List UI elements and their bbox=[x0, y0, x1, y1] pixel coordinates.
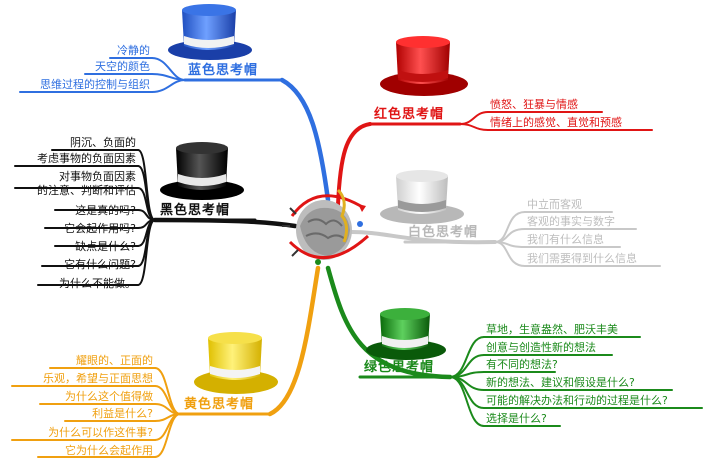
black-item: 缺点是什么? bbox=[75, 240, 136, 253]
green-top-hat-icon bbox=[366, 308, 446, 360]
white-item: 客观的事实与数字 bbox=[527, 215, 615, 228]
black-item: 它有什么问题? bbox=[64, 258, 136, 271]
black-hat-title: 黑色思考帽 bbox=[160, 203, 231, 218]
black-item: 这是真的吗? bbox=[75, 204, 136, 217]
blue-item: 思维过程的控制与组织 bbox=[40, 78, 150, 91]
yellow-item: 为什么可以作这件事? bbox=[48, 426, 153, 439]
black-item: 对事物负面因素 bbox=[59, 170, 136, 183]
blue-item: 冷静的 bbox=[117, 44, 150, 57]
yellow-item: 乐观，希望与正面思想 bbox=[43, 372, 153, 385]
branch-green bbox=[325, 265, 453, 380]
white-hat-title: 白色思考帽 bbox=[408, 225, 479, 240]
yellow-item: 耀眼的、正面的 bbox=[76, 354, 153, 367]
sub-branches bbox=[11, 57, 703, 458]
red-item: 情绪上的感觉、直觉和预感 bbox=[490, 116, 622, 129]
black-item: 的注意、判断和评估 bbox=[37, 184, 136, 197]
black-item: 考虑事物的负面因素 bbox=[37, 152, 136, 165]
black-item: 为什么不能做。 bbox=[59, 277, 136, 290]
blue-top-hat-icon bbox=[168, 4, 252, 60]
branch-blue bbox=[279, 77, 331, 203]
blue-item: 天空的颜色 bbox=[95, 60, 150, 73]
yellow-hat-title: 黄色思考帽 bbox=[184, 397, 255, 412]
black-item: 它会起作用吗? bbox=[64, 222, 136, 235]
green-item: 选择是什么? bbox=[486, 412, 547, 425]
brain-storm-icon bbox=[282, 188, 370, 265]
green-hat-title: 绿色思考帽 bbox=[364, 360, 435, 375]
white-item: 中立而客观 bbox=[527, 198, 582, 211]
green-item: 创意与创造性新的想法 bbox=[486, 341, 596, 354]
white-item: 我们需要得到什么信息 bbox=[527, 252, 637, 265]
red-hat-title: 红色思考帽 bbox=[374, 107, 445, 122]
yellow-top-hat-icon bbox=[194, 332, 278, 394]
green-item: 新的想法、建议和假设是什么? bbox=[486, 376, 635, 389]
green-item: 有不同的想法? bbox=[486, 358, 558, 371]
red-item: 愤怒、狂暴与情感 bbox=[490, 98, 578, 111]
yellow-item: 利益是什么? bbox=[92, 407, 153, 420]
white-top-hat-icon bbox=[380, 170, 464, 224]
white-item: 我们有什么信息 bbox=[527, 233, 604, 246]
branch-yellow bbox=[267, 265, 321, 417]
green-item: 草地，生意盎然、肥沃丰美 bbox=[486, 323, 618, 336]
blue-hat-title: 蓝色思考帽 bbox=[188, 63, 259, 78]
green-item: 可能的解决办法和行动的过程是什么? bbox=[486, 394, 668, 407]
yellow-item: 它为什么会起作用 bbox=[65, 444, 153, 457]
black-top-hat-icon bbox=[160, 142, 244, 200]
branch-red bbox=[336, 122, 372, 207]
yellow-item: 为什么这个值得做 bbox=[65, 390, 153, 403]
black-item: 阴沉、负面的 bbox=[70, 136, 136, 149]
red-top-hat-icon bbox=[380, 36, 468, 96]
